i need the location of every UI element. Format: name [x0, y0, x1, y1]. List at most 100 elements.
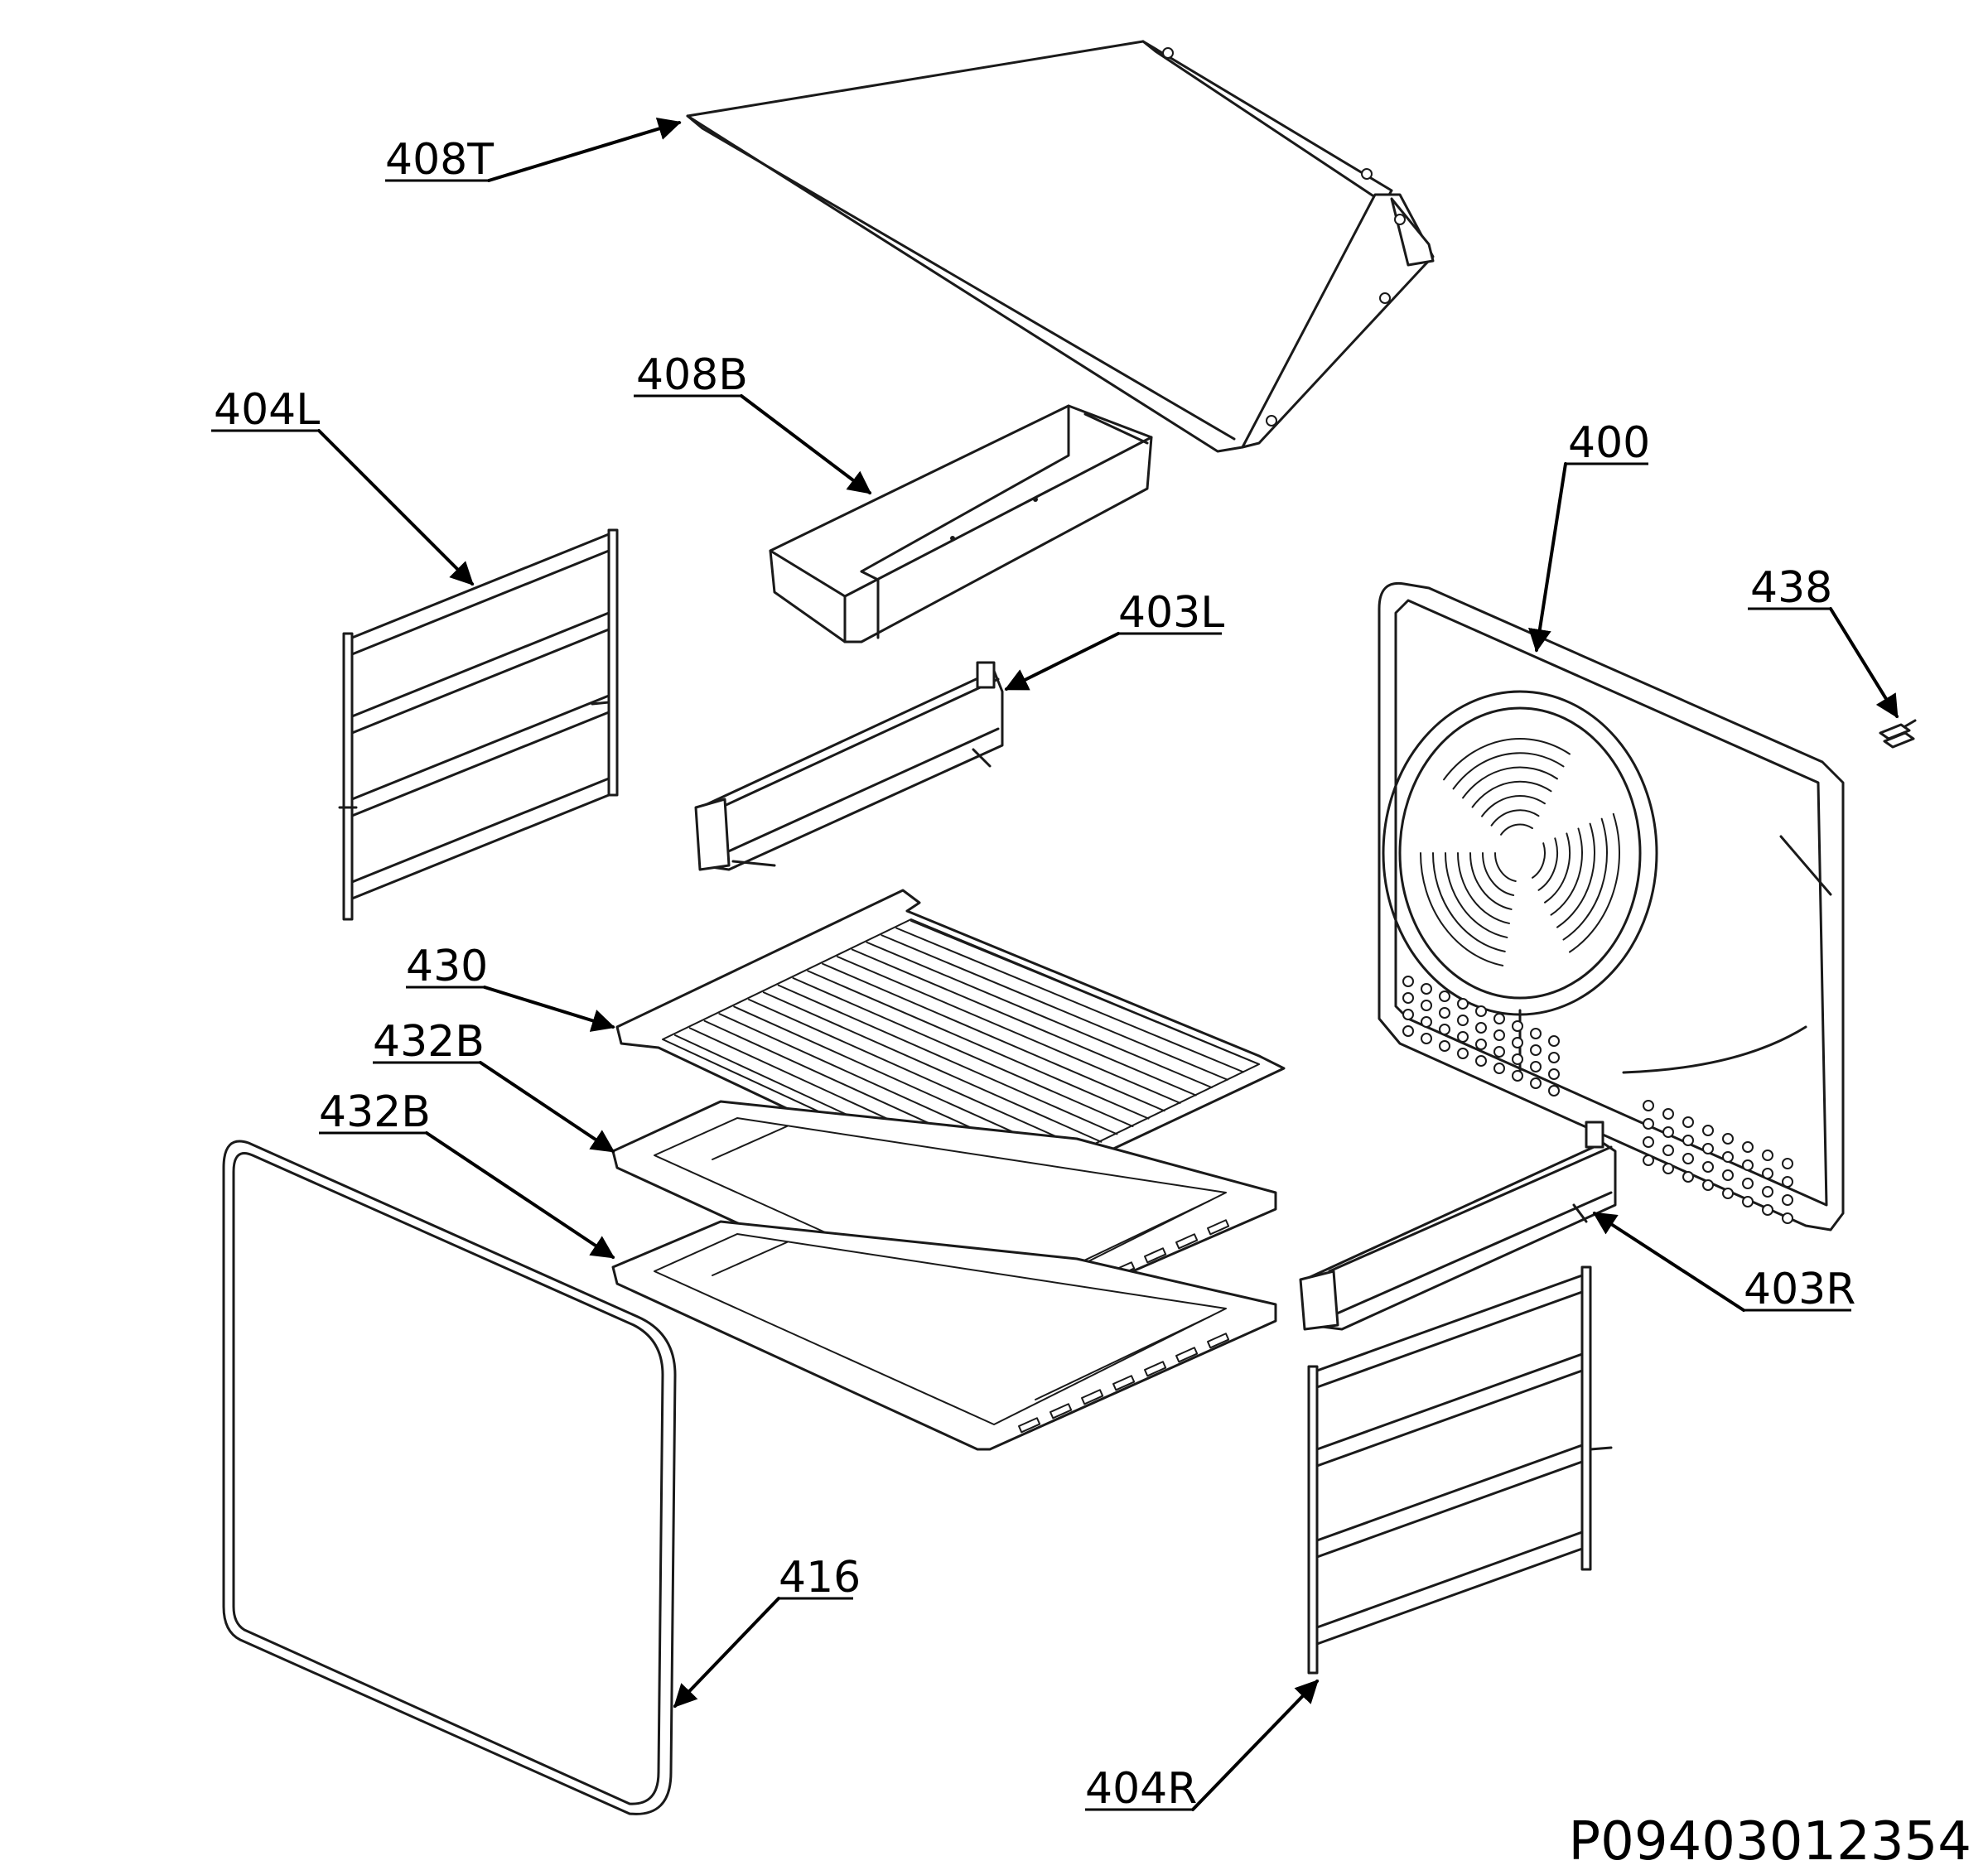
- part-404l-left-runner: [338, 528, 619, 921]
- vent-hole: [1742, 1141, 1754, 1153]
- vent-hole: [1643, 1136, 1654, 1148]
- tray-slot: [1144, 1361, 1167, 1377]
- fan-vent-arc: [1432, 852, 1506, 952]
- shelf-bar: [910, 920, 1260, 1065]
- vent-hole: [1643, 1118, 1654, 1130]
- vent-hole: [1682, 1153, 1694, 1164]
- callout-404r: 404R: [1085, 1764, 1197, 1814]
- shelf-bar: [851, 948, 1197, 1097]
- fan-vent-arc: [1462, 766, 1558, 799]
- vent-hole: [1548, 1085, 1560, 1097]
- callout-408b: 408B: [636, 350, 748, 400]
- vent-hole: [1475, 1039, 1487, 1050]
- vent-hole: [1530, 1028, 1542, 1039]
- part-438-clip: [1879, 719, 1917, 749]
- vent-hole: [1530, 1061, 1542, 1072]
- vent-hole: [1493, 1029, 1505, 1041]
- tray-slot: [1207, 1219, 1230, 1236]
- vent-hole: [1402, 1025, 1414, 1037]
- vent-hole: [1702, 1143, 1714, 1154]
- shelf-bar: [836, 956, 1181, 1104]
- fan-vent-arc: [1556, 822, 1595, 928]
- fan-vent-arc: [1544, 832, 1571, 904]
- tray-slot: [1175, 1233, 1199, 1250]
- fan-vent-arc: [1562, 817, 1608, 941]
- fan-vent-arc: [1457, 852, 1510, 924]
- part-403l-left-rail: [694, 661, 1004, 871]
- tray-slot: [1081, 1389, 1104, 1405]
- vent-hole: [1643, 1154, 1654, 1166]
- part-408t-top-cover: [686, 40, 1435, 453]
- vent-hole: [1421, 1033, 1432, 1044]
- fan-vent-arc: [1494, 852, 1517, 882]
- fan-vent-arc: [1445, 852, 1508, 938]
- vent-hole: [1421, 983, 1432, 995]
- callout-432b-lower: 432B: [319, 1087, 431, 1137]
- tray-slot: [1175, 1347, 1199, 1363]
- vent-hole: [1722, 1169, 1734, 1181]
- vent-hole: [1475, 1055, 1487, 1067]
- part-403r-right-rail: [1299, 1121, 1617, 1331]
- vent-hole: [1662, 1108, 1674, 1120]
- vent-hole: [1722, 1151, 1734, 1163]
- document-code: P09403012354: [1569, 1811, 1972, 1873]
- vent-hole: [1682, 1171, 1694, 1183]
- vent-hole: [1512, 1070, 1523, 1082]
- shelf-bar: [792, 977, 1134, 1127]
- fan-vent-arc: [1443, 738, 1571, 781]
- shelf-bar: [777, 984, 1118, 1135]
- vent-hole: [1512, 1020, 1523, 1032]
- fan-vent-arc: [1452, 752, 1565, 790]
- tray-slot: [1144, 1247, 1167, 1264]
- vent-hole: [1493, 1013, 1505, 1024]
- shelf-bar: [895, 927, 1244, 1073]
- vent-hole: [1548, 1035, 1560, 1047]
- vent-hole: [1421, 1000, 1432, 1011]
- fan-vent-arc: [1420, 852, 1504, 966]
- vent-hole: [1762, 1150, 1773, 1161]
- vent-hole: [1702, 1125, 1714, 1136]
- vent-hole: [1402, 992, 1414, 1004]
- vent-hole: [1439, 1007, 1450, 1019]
- part-430-wire-shelf: [615, 889, 1286, 1207]
- vent-hole: [1662, 1126, 1674, 1138]
- part-432b-lower-tray: [611, 1220, 1277, 1451]
- vent-hole: [1662, 1145, 1674, 1156]
- shelf-bar: [822, 962, 1165, 1112]
- fan-vent-arc: [1537, 837, 1558, 891]
- tray-slot: [1018, 1417, 1041, 1434]
- shelf-bar: [807, 970, 1150, 1120]
- vent-hole: [1475, 1005, 1487, 1017]
- callout-404l: 404L: [214, 385, 320, 435]
- callout-416: 416: [779, 1553, 861, 1603]
- vent-hole: [1742, 1196, 1754, 1207]
- part-416-glass-panel: [222, 1140, 677, 1815]
- callout-430: 430: [406, 942, 488, 991]
- callout-labels: 408T 408B 404L 400 438 403L 430 432B 432…: [214, 135, 1971, 1873]
- shelf-bar: [748, 998, 1087, 1151]
- part-408b-tray: [769, 404, 1153, 643]
- vent-hole: [1762, 1204, 1773, 1216]
- vent-hole: [1530, 1077, 1542, 1089]
- vent-hole: [1782, 1158, 1793, 1169]
- fan-vent-arc: [1532, 842, 1546, 879]
- callout-403l: 403L: [1118, 588, 1224, 638]
- fan-vent-arc: [1500, 823, 1533, 836]
- callout-403r: 403R: [1744, 1265, 1855, 1314]
- vent-hole: [1742, 1178, 1754, 1189]
- vent-hole: [1439, 991, 1450, 1002]
- vent-hole: [1457, 1015, 1469, 1026]
- vent-hole: [1762, 1186, 1773, 1198]
- part-400-back-panel: [1378, 581, 1845, 1232]
- callout-432b-upper: 432B: [373, 1017, 485, 1067]
- fan-vent-arc: [1482, 852, 1515, 896]
- callout-400: 400: [1568, 418, 1650, 468]
- fan-vent-arc: [1569, 812, 1620, 953]
- vent-hole: [1402, 1009, 1414, 1020]
- vent-hole: [1682, 1135, 1694, 1146]
- vent-hole: [1402, 976, 1414, 987]
- fan-vent-arc: [1490, 809, 1540, 827]
- part-404r-right-runner: [1307, 1265, 1613, 1675]
- callout-438: 438: [1750, 563, 1832, 613]
